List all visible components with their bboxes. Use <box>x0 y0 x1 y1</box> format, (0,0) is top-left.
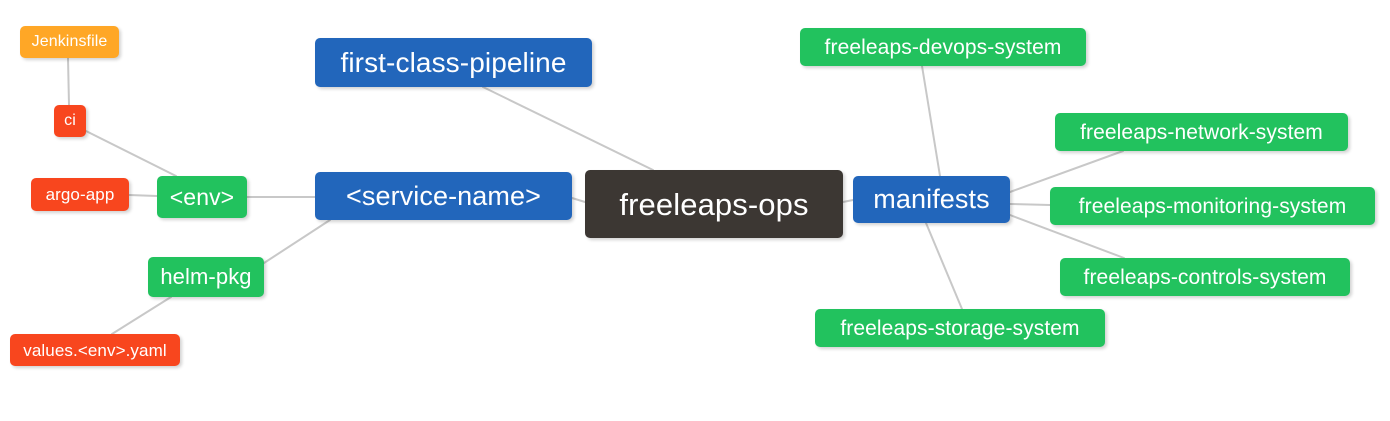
mindmap-node-label: <env> <box>169 183 235 210</box>
mindmap-node-freeleaps-devops-system[interactable]: freeleaps-devops-system <box>800 28 1086 66</box>
mindmap-node-label: freeleaps-monitoring-system <box>1078 194 1347 218</box>
mindmap-node-label: values.<env>.yaml <box>23 340 167 360</box>
edge-manifests-to-freeleaps-devops-system <box>921 65 941 177</box>
mindmap-node-label: ci <box>64 112 76 129</box>
edge-freeleaps-ops-to-service-name <box>571 197 586 203</box>
mindmap-node-label: first-class-pipeline <box>340 46 567 78</box>
edge-env-to-ci <box>85 130 177 177</box>
mindmap-node-label: manifests <box>873 184 990 214</box>
mindmap-node-label: helm-pkg <box>160 264 252 289</box>
mindmap-node-jenkinsfile[interactable]: Jenkinsfile <box>20 26 119 58</box>
edge-freeleaps-ops-to-manifests <box>842 199 854 203</box>
mindmap-node-freeleaps-network-system[interactable]: freeleaps-network-system <box>1055 113 1348 151</box>
edge-manifests-to-freeleaps-storage-system <box>925 222 963 310</box>
mindmap-node-values-env-yaml[interactable]: values.<env>.yaml <box>10 334 180 366</box>
mindmap-node-label: freeleaps-controls-system <box>1083 265 1327 289</box>
mindmap-node-env[interactable]: <env> <box>157 176 247 218</box>
mindmap-node-freeleaps-monitoring-system[interactable]: freeleaps-monitoring-system <box>1050 187 1375 225</box>
edge-manifests-to-freeleaps-network-system <box>1009 150 1124 193</box>
edge-ci-to-jenkinsfile <box>67 57 70 106</box>
mindmap-node-label: freeleaps-network-system <box>1080 120 1323 144</box>
mindmap-node-ci[interactable]: ci <box>54 105 86 137</box>
edge-env-to-argo-app <box>128 194 158 197</box>
mindmap-node-label: Jenkinsfile <box>31 33 108 50</box>
edge-service-name-to-helm-pkg <box>263 219 331 264</box>
mindmap-node-helm-pkg[interactable]: helm-pkg <box>148 257 264 297</box>
edge-freeleaps-ops-to-first-class-pipeline <box>482 86 654 171</box>
mindmap-node-service-name[interactable]: <service-name> <box>315 172 572 220</box>
mindmap-node-label: freeleaps-storage-system <box>840 316 1080 340</box>
mindmap-node-freeleaps-storage-system[interactable]: freeleaps-storage-system <box>815 309 1105 347</box>
mindmap-node-label: <service-name> <box>346 180 541 211</box>
mindmap-node-freeleaps-ops[interactable]: freeleaps-ops <box>585 170 843 238</box>
mindmap-node-label: freeleaps-devops-system <box>824 35 1062 59</box>
mindmap-node-argo-app[interactable]: argo-app <box>31 178 129 211</box>
mindmap-node-label: argo-app <box>45 185 115 204</box>
edge-helm-pkg-to-values-env-yaml <box>111 296 172 335</box>
mindmap-node-label: freeleaps-ops <box>619 186 809 222</box>
edge-manifests-to-freeleaps-monitoring-system <box>1009 203 1051 206</box>
mindmap-node-first-class-pipeline[interactable]: first-class-pipeline <box>315 38 592 87</box>
mindmap-node-freeleaps-controls-system[interactable]: freeleaps-controls-system <box>1060 258 1350 296</box>
mindmap-node-manifests[interactable]: manifests <box>853 176 1010 223</box>
